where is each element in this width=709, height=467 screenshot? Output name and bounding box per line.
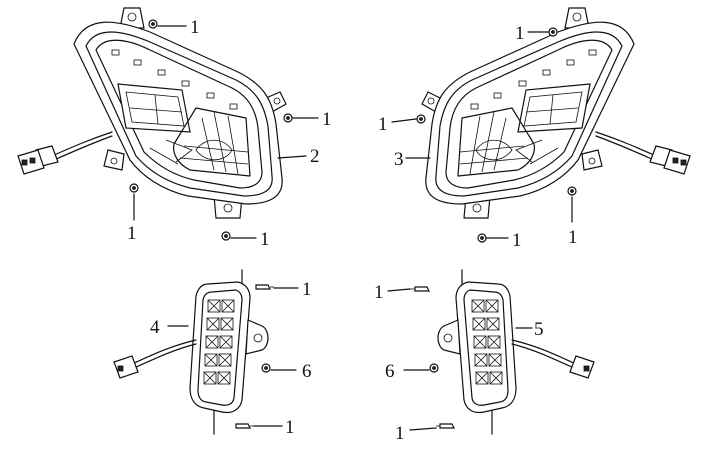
nut-icon bbox=[283, 113, 293, 123]
callout-label: 1 bbox=[378, 114, 388, 135]
callout-label: 6 bbox=[302, 361, 312, 382]
callout-label: 1 bbox=[127, 223, 137, 244]
callout-label: 3 bbox=[394, 149, 404, 170]
turn-signal-left-part-4 bbox=[113, 269, 269, 435]
nut-icon bbox=[429, 363, 439, 373]
screw-icon bbox=[436, 423, 455, 429]
callout-label: 1 bbox=[374, 282, 384, 303]
nut-icon bbox=[261, 363, 271, 373]
callout-label: 1 bbox=[395, 423, 405, 444]
callout-label: 1 bbox=[568, 227, 578, 248]
turn-signal-right-part-5 bbox=[437, 269, 595, 435]
nut-icon bbox=[477, 233, 487, 243]
callout-label: 1 bbox=[515, 23, 525, 44]
headlight-left-part-2 bbox=[17, 7, 287, 219]
callout-label: 5 bbox=[534, 319, 544, 340]
callout-label: 2 bbox=[310, 146, 320, 167]
callout-label: 1 bbox=[512, 230, 522, 251]
callout-label: 1 bbox=[190, 17, 200, 38]
screw-icon bbox=[410, 286, 430, 292]
screw-icon bbox=[235, 423, 254, 429]
callout-label: 1 bbox=[302, 279, 312, 300]
nut-icon bbox=[148, 19, 158, 29]
callout-label: 1 bbox=[260, 229, 270, 250]
callout-label: 6 bbox=[385, 361, 395, 382]
screw-icon bbox=[255, 284, 274, 290]
callout-label: 4 bbox=[150, 317, 160, 338]
headlight-right-part-3 bbox=[421, 7, 691, 219]
nut-icon bbox=[416, 114, 426, 124]
nut-icon bbox=[548, 27, 558, 37]
callout-label: 1 bbox=[322, 109, 332, 130]
nut-icon bbox=[567, 186, 577, 196]
callout-label: 1 bbox=[285, 417, 295, 438]
nut-icon bbox=[129, 183, 139, 193]
fasteners bbox=[129, 19, 577, 429]
leader-lines bbox=[133, 25, 573, 431]
nut-icon bbox=[221, 231, 231, 241]
